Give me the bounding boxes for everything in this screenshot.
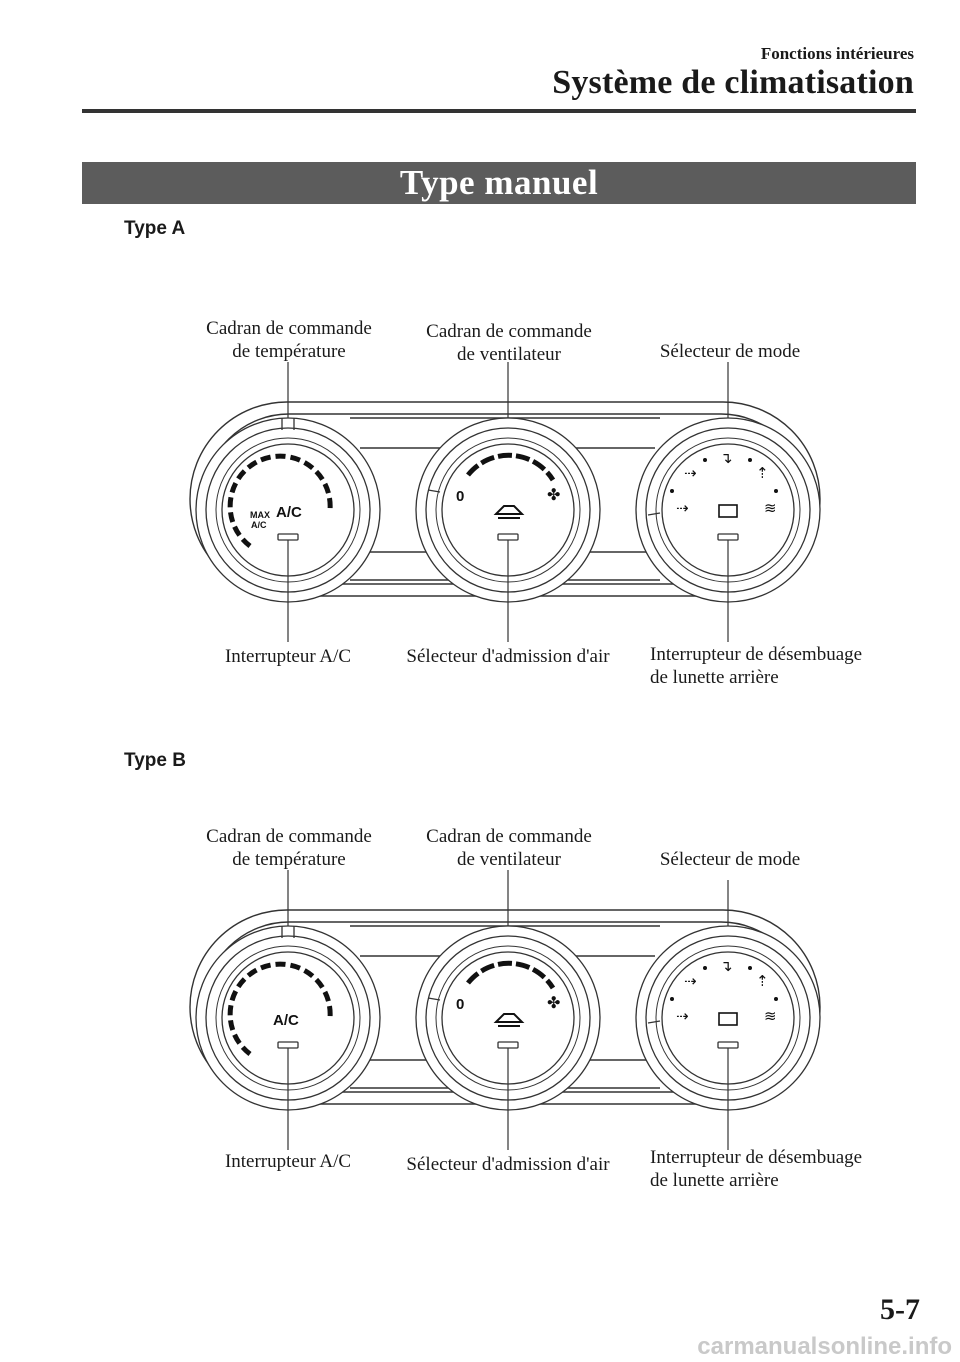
mode-icons: ⇢ ↴ ⇡ ⇢ ≋ <box>670 449 778 517</box>
climate-panel-figure-b: A/C 0 ✤ ⇢ ↴ ⇡ ⇢ ≋ <box>0 808 960 1288</box>
fan-icon: ✤ <box>547 485 560 504</box>
type-a-mode-selector-label: Sélecteur de mode <box>659 341 801 362</box>
fan-icon: ✤ <box>547 993 560 1012</box>
ac-label: A/C <box>273 1012 299 1029</box>
type-a-label: Type A <box>124 218 186 239</box>
fan-zero-label: 0 <box>456 996 464 1013</box>
mode-icons: ⇢ ↴ ⇡ ⇢ ≋ <box>670 957 778 1025</box>
type-a-ac-switch-label: Interrupteur A/C <box>224 646 352 667</box>
svg-text:⇢: ⇢ <box>684 972 697 990</box>
svg-text:⇢: ⇢ <box>676 499 689 517</box>
type-a-intake-selector-label: Sélecteur d'admission d'air <box>406 646 610 667</box>
recirculation-icon <box>493 1013 525 1027</box>
leader-lines <box>287 870 729 1150</box>
header-chapter-title: Système de climatisation <box>552 64 914 101</box>
page-number: 5-7 <box>880 1293 920 1326</box>
type-b-fan-dial-label: Cadran de commande de ventilateur <box>426 826 592 870</box>
ac-label: A/C <box>276 504 302 521</box>
temperature-dial <box>195 925 381 1111</box>
max-label: MAX <box>250 510 270 520</box>
recirculation-icon <box>493 505 525 519</box>
watermark: carmanualsonline.info <box>697 1333 952 1360</box>
fan-zero-label: 0 <box>456 488 464 505</box>
header-section-title: Fonctions intérieures <box>760 44 914 63</box>
svg-text:⇢: ⇢ <box>684 464 697 482</box>
leader-lines <box>287 362 729 642</box>
svg-text:⇡: ⇡ <box>756 972 769 990</box>
type-b-temperature-dial-label: Cadran de commande de température <box>206 826 372 870</box>
type-b-intake-selector-label: Sélecteur d'admission d'air <box>406 1154 610 1175</box>
svg-text:↴: ↴ <box>720 957 733 975</box>
type-a-rear-defog-label: Interrupteur de désembuage de lunette ar… <box>650 644 863 688</box>
climate-panel-diagram-b: A/C 0 ✤ ⇢ ↴ ⇡ ⇢ ≋ <box>189 870 821 1150</box>
header-rule <box>82 109 916 113</box>
type-a-fan-dial-label: Cadran de commande de ventilateur <box>426 321 592 365</box>
type-b-ac-switch-label: Interrupteur A/C <box>224 1151 352 1172</box>
climate-panel-diagram-a: MAX A/C A/C 0 ✤ ⇢ ↴ ⇡ <box>189 362 821 642</box>
section-banner: Type manuel <box>82 162 916 204</box>
svg-text:⇡: ⇡ <box>756 464 769 482</box>
max-ac-label: A/C <box>251 520 267 530</box>
svg-text:↴: ↴ <box>720 449 733 467</box>
svg-text:≋: ≋ <box>764 1007 777 1025</box>
type-b-mode-selector-label: Sélecteur de mode <box>659 849 801 870</box>
svg-text:⇢: ⇢ <box>676 1007 689 1025</box>
svg-text:≋: ≋ <box>764 499 777 517</box>
type-a-temperature-dial-label: Cadran de commande de température <box>206 318 372 362</box>
type-b-label: Type B <box>124 750 186 771</box>
type-b-rear-defog-label: Interrupteur de désembuage de lunette ar… <box>650 1147 863 1191</box>
climate-panel-figure-a: MAX A/C A/C 0 ✤ ⇢ ↴ ⇡ <box>0 300 960 780</box>
